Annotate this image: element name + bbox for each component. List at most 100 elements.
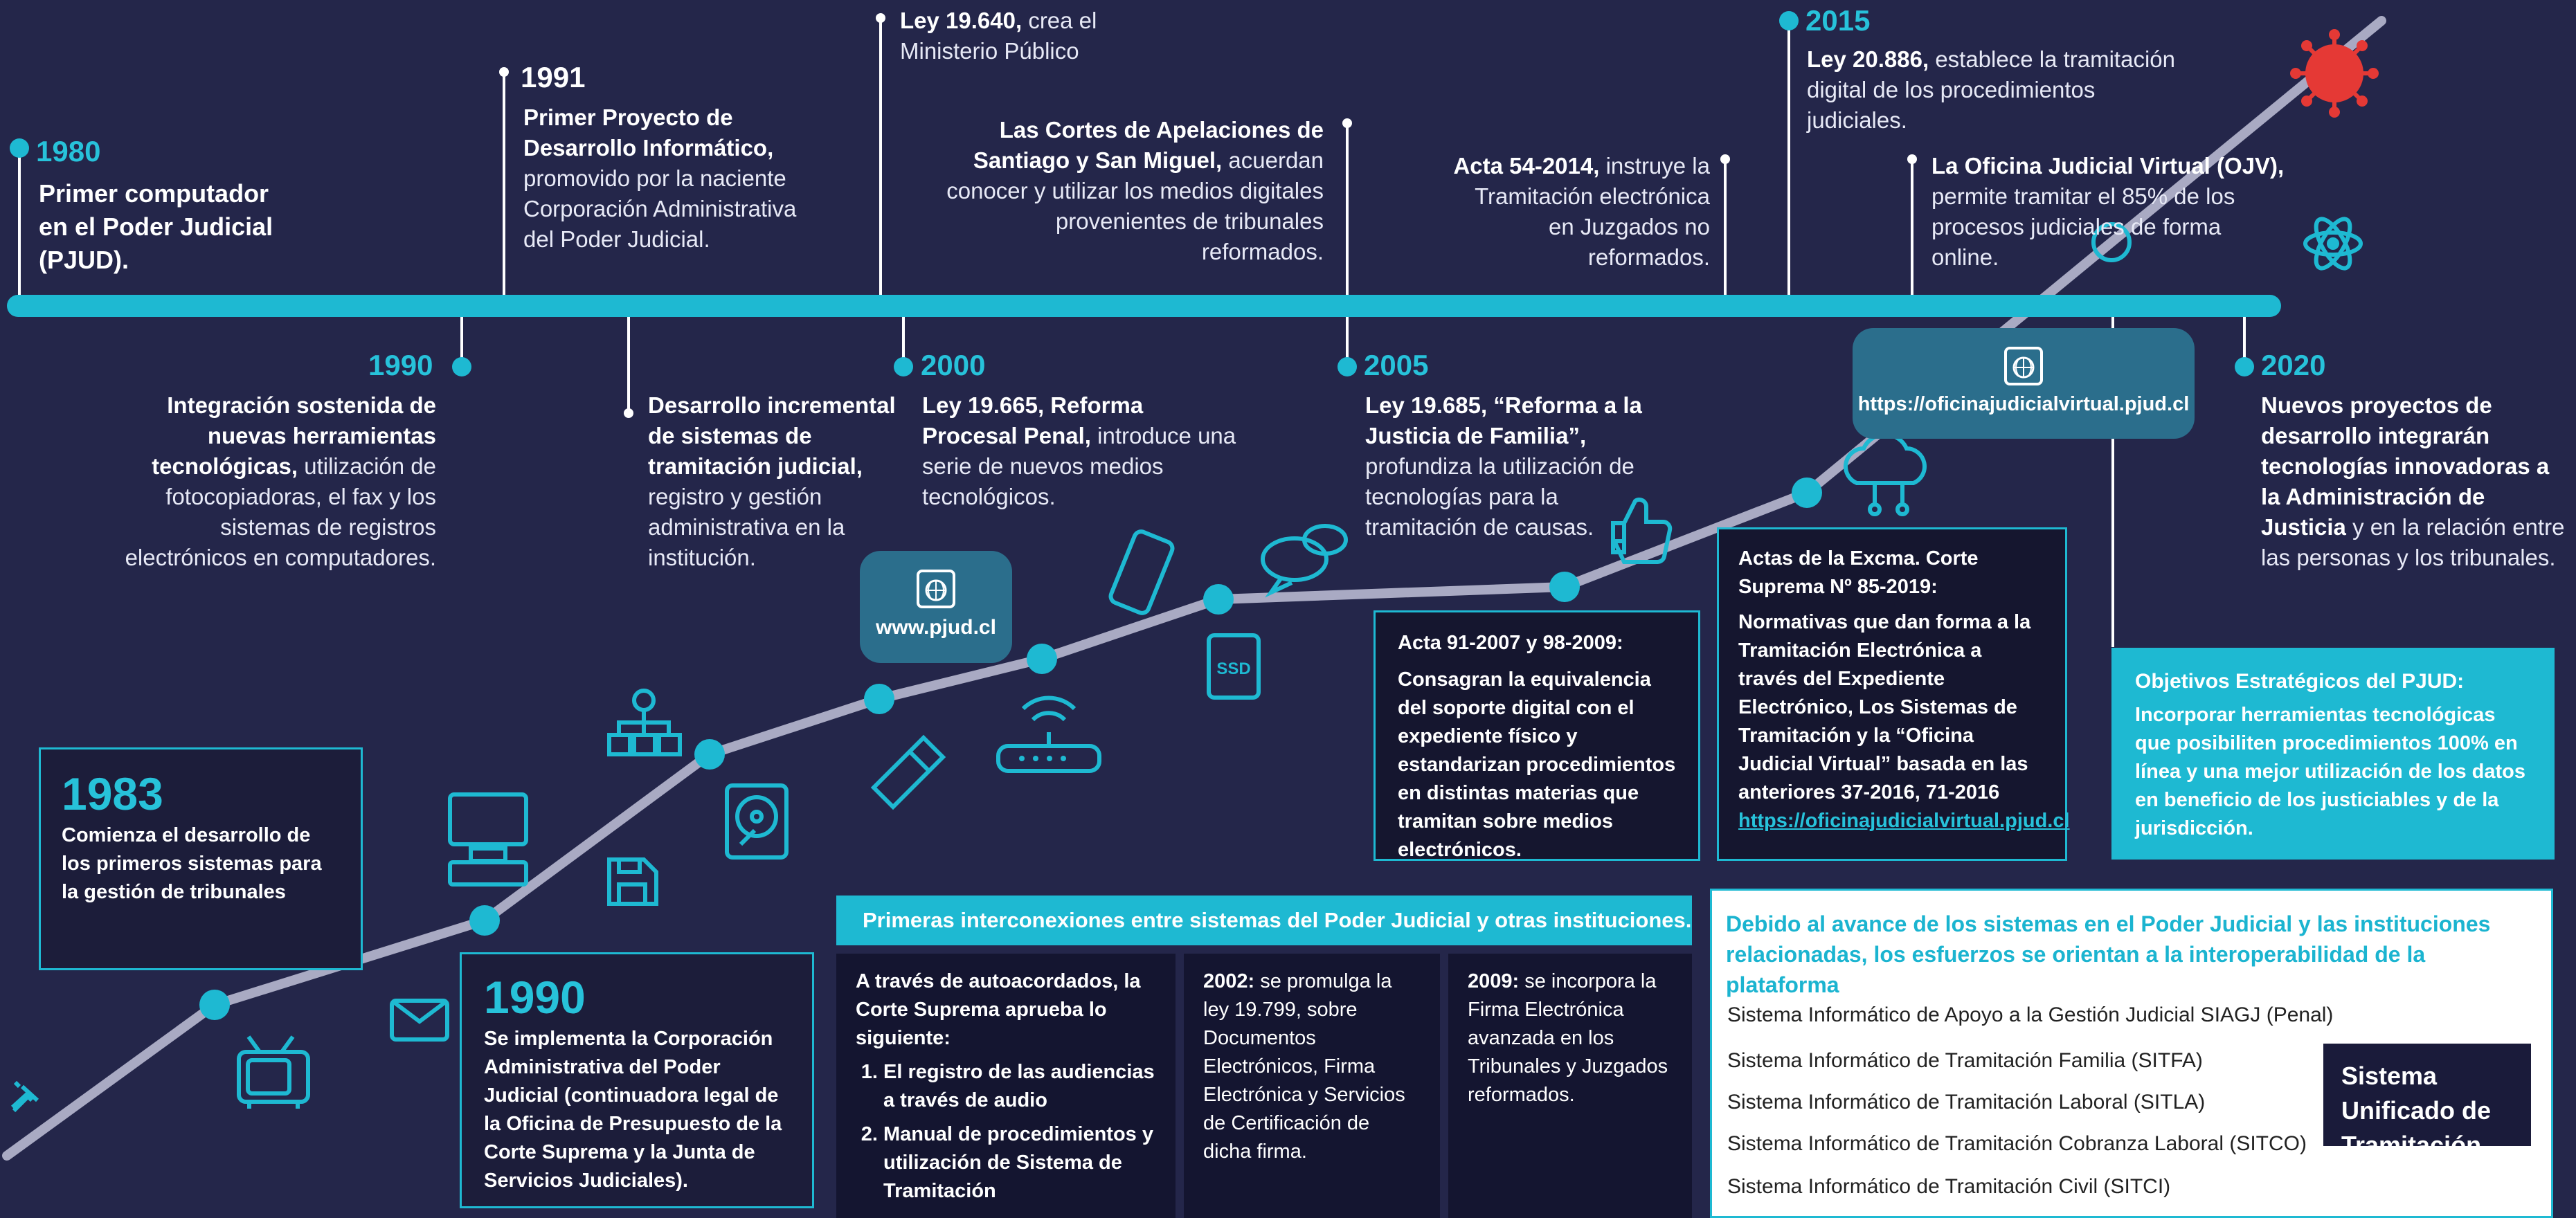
atom-icon <box>2303 217 2363 271</box>
event-1990: Integración sostenida de nuevas herramie… <box>111 390 436 573</box>
event-2020: Nuevos proyectos de desarrollo integrará… <box>2261 390 2566 573</box>
cortes-text: acuerdan conocer y utilizar los medios d… <box>946 147 1324 264</box>
event-1991-text: promovido por la naciente Corporación Ad… <box>523 165 797 252</box>
pjud-link-label: www.pjud.cl <box>876 616 996 639</box>
event-1991: Primer Proyecto de Desarrollo Informátic… <box>523 102 814 255</box>
event-2005-text: profundiza la utilización de tecnologías… <box>1365 453 1634 540</box>
growth-line-dots <box>199 478 1822 1020</box>
event-1980-text: Primer computador en el Poder Judicial (… <box>39 179 273 274</box>
col1-intro: A través de autoacordados, la Corte Supr… <box>856 970 1141 1049</box>
svg-text:SSD: SSD <box>1216 660 1250 678</box>
event-2015-head: Ley 20.886, <box>1807 46 1929 72</box>
thumbs-up-icon <box>1611 498 1673 564</box>
interconexiones-col3: 2009: se incorpora la Firma Electrónica … <box>1448 954 1692 1218</box>
interop-system: Sistema Informático de Tramitación Labor… <box>1727 1091 2206 1114</box>
cortes-head: Las Cortes de Apelaciones de Santiago y … <box>973 117 1324 173</box>
box-1983: 1983 Comienza el desarrollo de los prime… <box>39 747 363 970</box>
box-1990: 1990 Se implementa la Corporación Admini… <box>460 952 814 1208</box>
pjud-link-pill[interactable]: www.pjud.cl <box>860 551 1012 663</box>
event-1990-text: utilización de fotocopiadoras, el fax y … <box>125 453 436 570</box>
network-icon <box>607 689 682 756</box>
col3-year: 2009: <box>1468 970 1520 992</box>
box-1983-text: Comienza el desarrollo de los primeros s… <box>62 824 322 903</box>
interop-system: Sistema Informático de Tramitación Cobra… <box>1727 1132 2307 1155</box>
event-ojv: La Oficina Judicial Virtual (OJV), permi… <box>1931 151 2291 273</box>
mail-icon <box>390 999 449 1042</box>
chat-icon <box>1261 524 1348 598</box>
ojv-head: La Oficina Judicial Virtual (OJV), <box>1931 153 2285 179</box>
year-1980: 1980 <box>36 135 101 167</box>
event-2005-head: Ley 19.685, “Reforma a la Justicia de Fa… <box>1365 392 1642 448</box>
actas-excma-head: Actas de la Excma. Corte Suprema Nº 85-2… <box>1738 547 1979 598</box>
col2-year: 2002: <box>1203 970 1255 992</box>
box-objetivos: Objetivos Estratégicos del PJUD: Incorpo… <box>2111 648 2555 860</box>
actas-excma-link[interactable]: https://oficinajudicialvirtual.pjud.cl <box>1738 810 2070 832</box>
acta54-head: Acta 54-2014, <box>1453 153 1600 179</box>
interop-title: Debido al avance de los sistemas en el P… <box>1726 911 2491 997</box>
event-2015: Ley 20.886, establece la tramitación dig… <box>1807 44 2195 136</box>
unified-system-box: Sistema Unificado de Tramitación <box>2323 1044 2531 1159</box>
usb-icon <box>870 734 946 810</box>
interop-system: Sistema Informático de Apoyo a la Gestió… <box>1727 1003 2334 1026</box>
event-desarrollo: Desarrollo incremental de sistemas de tr… <box>648 390 897 573</box>
box-1983-year: 1983 <box>62 768 163 819</box>
event-cortes: Las Cortes de Apelaciones de Santiago y … <box>942 115 1324 267</box>
box-acta91: Acta 91-2007 y 98-2009: Consagran la equ… <box>1373 610 1700 861</box>
interconexiones-title: Primeras interconexiones entre sistemas … <box>836 896 1692 945</box>
col1-list: El registro de las audiencias a través d… <box>856 1058 1156 1206</box>
objetivos-text: Incorporar herramientas tecnológicas que… <box>2135 704 2526 839</box>
year-2015: 2015 <box>1805 4 1871 37</box>
event-2020-head: Nuevos proyectos de desarrollo integrará… <box>2261 392 2550 540</box>
computer-icon <box>448 792 528 887</box>
col2-text: se promulga la ley 19.799, sobre Documen… <box>1203 970 1405 1163</box>
col1-item: Manual de procedimientos y utilización d… <box>883 1120 1156 1206</box>
event-acta54: Acta 54-2014, instruye la Tramitación el… <box>1447 151 1710 273</box>
year-2000: 2000 <box>921 349 986 381</box>
tv-icon <box>237 1035 310 1109</box>
acta54-text: instruye la Tramitación electrónica en J… <box>1475 153 1710 270</box>
event-2020-text: y en la relación entre las personas y lo… <box>2261 514 2565 570</box>
event-2005: Ley 19.685, “Reforma a la Justicia de Fa… <box>1365 390 1656 543</box>
col3-text: se incorpora la Firma Electrónica avanza… <box>1468 970 1668 1106</box>
year-1990: 1990 <box>368 349 433 381</box>
box-interoperabilidad: Debido al avance de los sistemas en el P… <box>1710 889 2553 1218</box>
timeline-bar <box>7 295 2281 317</box>
event-1991-head: Primer Proyecto de Desarrollo Informátic… <box>523 104 774 161</box>
ojv-link-pill[interactable]: https://oficinajudicialvirtual.pjud.cl <box>1853 328 2195 439</box>
acta91-head: Acta 91-2007 y 98-2009: <box>1398 632 1623 654</box>
top-connectors <box>18 19 1913 304</box>
box-1990-year: 1990 <box>484 972 586 1023</box>
objetivos-title: Objetivos Estratégicos del PJUD: <box>2135 670 2465 693</box>
virus-icon <box>2290 29 2379 118</box>
box-1990-text: Se implementa la Corporación Administrat… <box>484 1028 782 1192</box>
desarrollo-head: Desarrollo incremental de sistemas de tr… <box>648 392 896 479</box>
interconexiones-col2: 2002: se promulga la ley 19.799, sobre D… <box>1184 954 1440 1218</box>
ojv-text: permite tramitar el 85% de los procesos … <box>1931 183 2235 270</box>
globe-icon <box>917 570 955 608</box>
acta91-text: Consagran la equivalencia del soporte di… <box>1398 669 1676 861</box>
event-2000-head: Ley 19.665, Reforma Procesal Penal, <box>922 392 1144 448</box>
ley19640-text: crea el Ministerio Público <box>900 8 1097 64</box>
ojv-link-label: https://oficinajudicialvirtual.pjud.cl <box>1857 393 2190 415</box>
event-2000-text: introduce una serie de nuevos medios tec… <box>922 423 1236 509</box>
smartphone-icon <box>1108 529 1175 615</box>
event-2000: Ley 19.665, Reforma Procesal Penal, intr… <box>922 390 1241 512</box>
ssd-icon: SSD <box>1207 633 1261 700</box>
floppy-icon <box>607 857 658 906</box>
interop-system: Sistema Informático de Tramitación Famil… <box>1727 1049 2203 1072</box>
actas-excma-text: Normativas que dan forma a la Tramitació… <box>1738 611 2031 803</box>
hard-drive-icon <box>725 783 789 860</box>
router-icon <box>996 696 1101 773</box>
ley19640-head: Ley 19.640, <box>900 8 1023 33</box>
plug-icon <box>10 1080 39 1113</box>
box-actas-excma: Actas de la Excma. Corte Suprema Nº 85-2… <box>1717 527 2070 861</box>
col1-item: El registro de las audiencias a través d… <box>883 1058 1156 1115</box>
event-ley19640: Ley 19.640, crea el Ministerio Público <box>900 6 1122 66</box>
globe-icon <box>2004 347 2043 385</box>
year-1991: 1991 <box>521 61 586 93</box>
event-2015-text: establece la tramitación digital de los … <box>1807 46 2175 133</box>
interconexiones-col1: A través de autoacordados, la Corte Supr… <box>836 954 1176 1218</box>
desarrollo-text: registro y gestión administrativa en la … <box>648 484 845 570</box>
year-2020: 2020 <box>2261 349 2326 381</box>
